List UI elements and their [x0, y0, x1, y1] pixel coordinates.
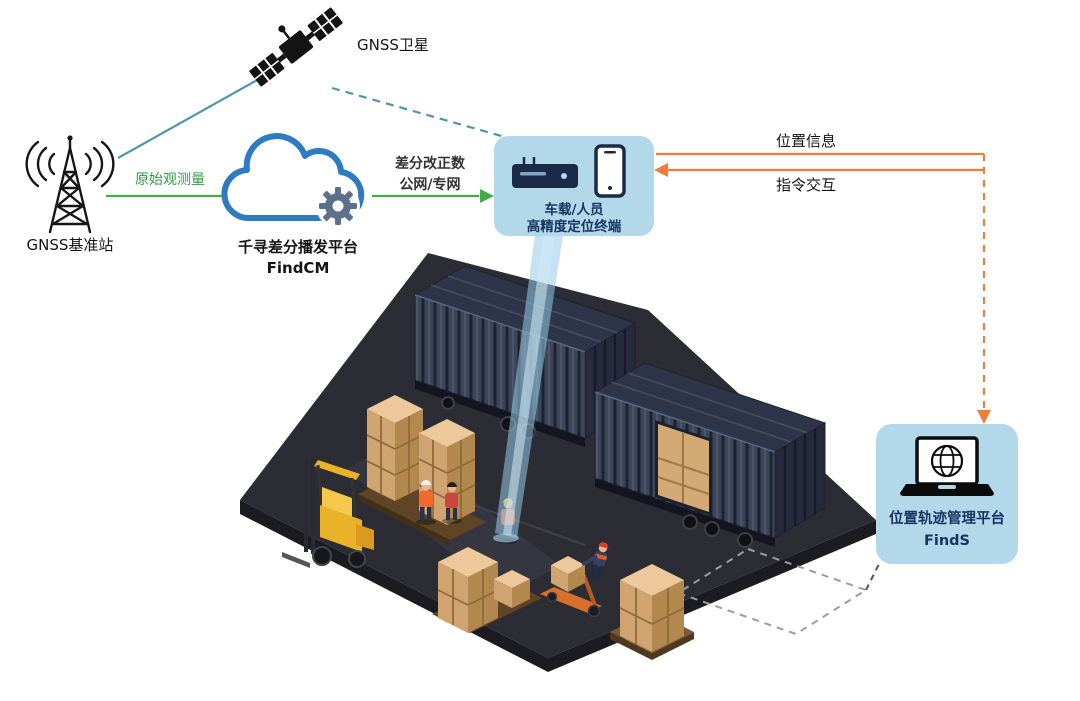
terminal-card: 车载/人员 高精度定位终端	[494, 136, 654, 236]
pallet-jack-icon	[540, 556, 602, 618]
zone-dashes	[675, 547, 881, 636]
worker-figure	[416, 480, 436, 525]
cloud-platform-product: FindCM	[267, 259, 330, 277]
warehouse-scene	[240, 235, 881, 672]
worker-figure	[442, 482, 462, 524]
radio-tower-icon	[25, 135, 115, 234]
terminal-label-line2: 高精度定位终端	[527, 218, 622, 235]
gear-icon	[316, 184, 360, 228]
cloud-platform-title: 千寻差分播发平台	[238, 238, 358, 256]
satellite-label: GNSS卫星	[357, 36, 429, 54]
command-label: 指令交互	[776, 176, 836, 194]
box-stack-2	[432, 547, 542, 633]
forklift-icon	[282, 458, 374, 568]
receiver-device-icon	[512, 157, 578, 188]
raw-observation-label: 原始观测量	[135, 172, 205, 188]
correction-arrow	[372, 189, 494, 203]
container-2-open-door	[655, 420, 712, 516]
correction-label-line2: 公网/专网	[399, 176, 460, 193]
finds-title: 位置轨迹管理平台	[889, 509, 1005, 527]
worker-figure	[581, 542, 609, 580]
cloud-gear-icon	[221, 133, 365, 228]
satellite-icon	[249, 7, 343, 87]
scene-to-finds-connector	[865, 561, 881, 591]
finds-card: 位置轨迹管理平台 FindS	[876, 424, 1018, 564]
command-line	[654, 163, 984, 177]
satellite-to-base-line	[117, 73, 269, 159]
finds-product: FindS	[924, 533, 970, 549]
position-info-label: 位置信息	[776, 132, 836, 150]
terminal-label-line1: 车载/人员	[545, 201, 604, 218]
signal-beam	[493, 235, 563, 543]
finds-down-line	[977, 154, 991, 424]
container-2-door-rods	[783, 429, 817, 532]
box-stack-3	[610, 564, 694, 660]
container-2	[593, 362, 827, 548]
smartphone-icon	[594, 144, 626, 198]
laptop-globe-icon	[900, 436, 994, 496]
correction-label-line1: 差分改正数	[395, 155, 466, 172]
base-station-label: GNSS基准站	[27, 236, 114, 254]
satellite-to-terminal-line	[331, 86, 520, 143]
